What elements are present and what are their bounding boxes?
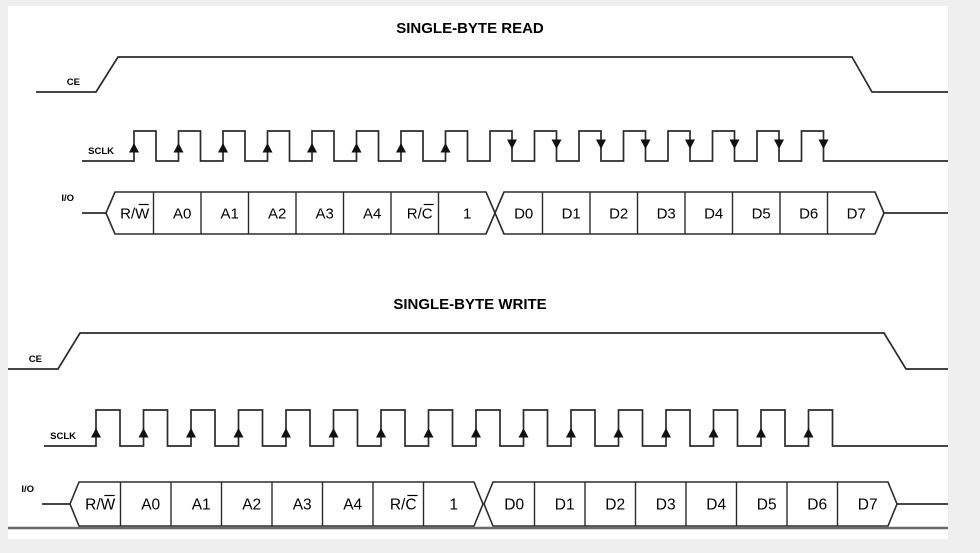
io-cell-label: A1 (192, 497, 211, 514)
signal-label-sclk: SCLK (50, 431, 76, 442)
io-cell-label: A4 (343, 497, 362, 514)
sclk-edge-marker-falling (774, 139, 784, 149)
sclk-edge-marker-rising (328, 428, 339, 438)
sclk-waveform (44, 409, 948, 447)
sclk-edge-marker-rising (661, 428, 671, 438)
sclk-edge-marker-falling (507, 139, 517, 149)
io-cell-label: D4 (704, 206, 723, 223)
sclk-edge-marker-rising (756, 428, 766, 438)
io-cell-label: A3 (293, 497, 312, 514)
io-cell-label: D1 (555, 497, 575, 514)
io-cell-label: D6 (807, 497, 827, 514)
sclk-edge-marker-rising (423, 428, 434, 438)
sclk-edge-marker-rising (708, 428, 719, 438)
io-cell-label: D7 (858, 497, 878, 514)
signal-label-io: I/O (21, 484, 34, 495)
sclk-edge-marker-rising (376, 428, 386, 438)
io-cell-label: A4 (363, 206, 381, 223)
sclk-edge-marker-rising (129, 143, 139, 153)
signal-sclk: SCLK (82, 130, 948, 162)
sclk-edge-marker-rising (233, 428, 244, 438)
io-cell-label: A3 (316, 206, 334, 223)
sclk-edge-marker-falling (551, 139, 562, 149)
io-cell-label: A2 (242, 497, 261, 514)
sclk-edge-marker-rising (396, 143, 406, 153)
sclk-edge-marker-rising (440, 143, 451, 153)
io-cell-label: D2 (605, 497, 625, 514)
io-cell-label: A1 (221, 206, 239, 223)
sclk-edge-marker-rising (307, 143, 317, 153)
sclk-edge-marker-rising (613, 428, 624, 438)
ce-waveform (8, 332, 948, 370)
sclk-edge-marker-falling (729, 139, 740, 149)
io-cell-label: A2 (268, 206, 286, 223)
signal-sclk: SCLK (44, 409, 948, 447)
sclk-edge-marker-rising (518, 428, 529, 438)
io-cell-label: D0 (504, 497, 524, 514)
diagram-single-byte-read: SINGLE-BYTE READ CE SCLK I/O R/W A0 A1 A2 A3 A4 R/… (36, 20, 948, 235)
io-cell-label: D2 (609, 206, 628, 223)
sclk-edge-marker-falling (596, 139, 606, 149)
diagram-title: SINGLE-BYTE WRITE (393, 296, 546, 313)
sclk-edge-marker-rising (281, 428, 291, 438)
signal-label-ce: CE (29, 354, 42, 365)
diagram-single-byte-write: SINGLE-BYTE WRITE CE SCLK I/O R/W A0 A1 A2 A3 A4 R… (8, 296, 948, 527)
io-cell-label: D7 (847, 206, 866, 223)
diagram-title: SINGLE-BYTE READ (396, 20, 544, 37)
sclk-waveform (82, 130, 948, 162)
sclk-edge-marker-rising (351, 143, 362, 153)
io-cell-label: A0 (141, 497, 160, 514)
io-cell-label: D5 (752, 206, 771, 223)
io-cell-label: D6 (799, 206, 818, 223)
io-cell-label: D3 (657, 206, 676, 223)
sclk-edge-marker-falling (640, 139, 651, 149)
sclk-edge-marker-rising (471, 428, 481, 438)
io-data-segment (494, 191, 885, 235)
signal-io: I/O R/W A0 A1 A2 A3 A4 R/C 1 D0 D1 D2 D3 D4 D5 D6 D7 (21, 481, 948, 527)
io-cell-label: A0 (173, 206, 191, 223)
io-cell-label: D3 (656, 497, 676, 514)
io-cell-label: D0 (514, 206, 533, 223)
io-data-segment (483, 481, 898, 527)
io-cell-label: 1 (463, 206, 471, 223)
sclk-edge-marker-rising (186, 428, 196, 438)
signal-label-io: I/O (61, 193, 74, 204)
signal-io: I/O R/W A0 A1 A2 A3 A4 R/C 1 D0 D1 D2 D3 D4 D5 D6 D7 (61, 191, 948, 235)
sclk-edge-marker-falling (685, 139, 695, 149)
io-cell-label: R/C (407, 206, 433, 223)
signal-label-sclk: SCLK (88, 146, 114, 157)
io-cell-label: D1 (562, 206, 581, 223)
sclk-edge-marker-rising (262, 143, 273, 153)
sclk-edge-marker-rising (173, 143, 184, 153)
ce-waveform (36, 56, 948, 93)
io-cell-label: D5 (757, 497, 777, 514)
io-cell-label: R/W (85, 497, 116, 514)
signal-label-ce: CE (67, 77, 80, 88)
io-cell-label: 1 (449, 497, 458, 514)
io-cell-label: D4 (706, 497, 726, 514)
sclk-edge-marker-falling (818, 139, 829, 149)
sclk-edge-marker-rising (91, 428, 101, 438)
io-command-address-segment (105, 191, 496, 235)
signal-ce: CE (36, 56, 948, 93)
sclk-edge-marker-rising (803, 428, 814, 438)
signal-ce: CE (8, 332, 948, 370)
io-cell-label: R/C (390, 497, 417, 514)
sclk-edge-marker-rising (566, 428, 576, 438)
sclk-edge-marker-rising (218, 143, 228, 153)
sclk-edge-marker-rising (138, 428, 149, 438)
io-cell-label: R/W (120, 206, 150, 223)
io-command-address-segment (69, 481, 484, 527)
